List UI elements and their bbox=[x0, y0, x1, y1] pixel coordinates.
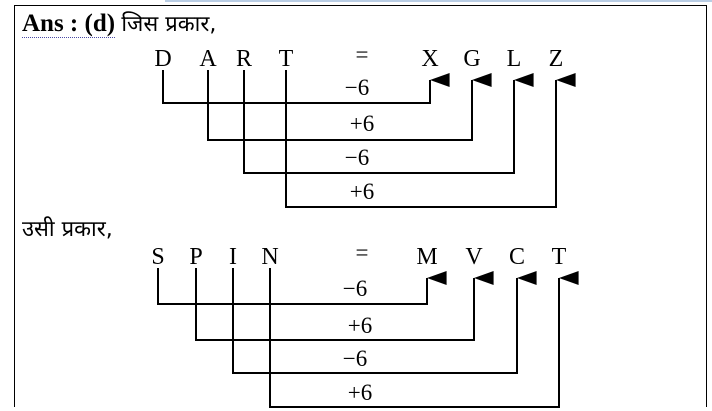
question-diagram: S P I N = M V C T −6 +6 −6 +6 bbox=[151, 240, 579, 408]
example-shift-label: −6 bbox=[345, 75, 369, 100]
question-source-letter: N bbox=[261, 244, 278, 270]
question-shift-label: −6 bbox=[343, 276, 367, 301]
question-target-letter: C bbox=[509, 244, 525, 270]
example-equals-sign: = bbox=[356, 42, 369, 67]
question-connector bbox=[232, 268, 537, 374]
question-source-letter: S bbox=[151, 244, 164, 270]
example-source-letter: D bbox=[154, 46, 171, 72]
question-target-letter: T bbox=[552, 244, 567, 270]
example-source-letter: A bbox=[199, 46, 217, 72]
example-source-letter: T bbox=[279, 46, 294, 72]
question-target-letter: M bbox=[416, 244, 437, 270]
example-shift-label: −6 bbox=[345, 145, 369, 170]
example-connector bbox=[162, 70, 450, 104]
example-target-letter: Z bbox=[549, 46, 564, 72]
example-shift-label: +6 bbox=[350, 179, 374, 204]
question-shift-label: +6 bbox=[348, 380, 372, 405]
top-strip bbox=[165, 0, 712, 2]
example-connector bbox=[207, 70, 492, 141]
question-shift-label: −6 bbox=[343, 346, 367, 371]
question-source-letter: P bbox=[189, 244, 202, 270]
answer-intro: जिस प्रकार, bbox=[121, 12, 217, 37]
example-target-letter: G bbox=[463, 46, 480, 72]
example-diagram: D A R T = X G L Z −6 +6 −6 +6 bbox=[154, 42, 576, 208]
solution-box bbox=[14, 5, 707, 407]
answer-line: Ans : (d) जिस प्रकार, bbox=[22, 8, 216, 38]
example-target-letter: X bbox=[421, 46, 438, 72]
example-target-letter: L bbox=[507, 46, 522, 72]
question-target-letter: V bbox=[465, 244, 483, 270]
question-source-letter: I bbox=[229, 244, 237, 270]
question-connector bbox=[195, 268, 494, 341]
example-source-letter: R bbox=[236, 46, 252, 72]
question-equals-sign: = bbox=[356, 240, 369, 265]
answer-label: Ans : (d) bbox=[22, 10, 116, 38]
example-connector bbox=[285, 70, 576, 208]
example-shift-label: +6 bbox=[350, 111, 374, 136]
question-connector bbox=[157, 268, 447, 305]
example-connector bbox=[243, 70, 534, 174]
question-connector bbox=[269, 268, 579, 408]
question-shift-label: +6 bbox=[348, 313, 372, 338]
middle-text: उसी प्रकार, bbox=[22, 217, 113, 242]
